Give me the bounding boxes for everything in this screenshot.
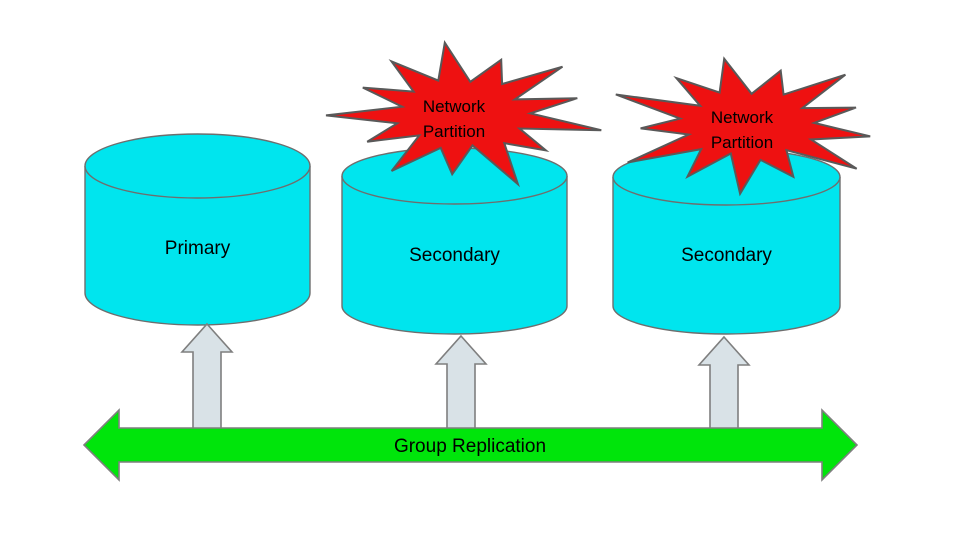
up-arrow-primary: [180, 322, 234, 431]
network-partition-1-line1: Network: [423, 97, 486, 116]
up-arrow-secondary-1: [434, 334, 488, 431]
secondary-node-2: Secondary: [612, 148, 841, 335]
network-partition-burst-2: Network Partition: [615, 56, 871, 197]
group-replication-label: Group Replication: [394, 436, 546, 457]
secondary-2-label: Secondary: [681, 245, 772, 266]
bus-double-arrow: [82, 408, 859, 482]
network-partition-2-line1: Network: [711, 108, 774, 127]
primary-cylinder-body: [84, 166, 311, 326]
network-partition-burst-1: Network Partition: [325, 40, 602, 188]
secondary-1-label: Secondary: [409, 245, 500, 266]
primary-label: Primary: [165, 238, 231, 259]
starburst-shape-2: [615, 56, 871, 197]
up-arrow-secondary-2: [697, 335, 751, 431]
primary-node: Primary: [84, 133, 311, 326]
primary-cylinder-top: [84, 133, 311, 199]
secondary-node-1: Secondary: [341, 147, 568, 335]
secondary-1-cylinder-body: [341, 176, 568, 335]
group-replication-bus: Group Replication: [82, 408, 859, 482]
starburst-shape-1: [325, 40, 602, 188]
secondary-2-cylinder-body: [612, 177, 841, 335]
network-partition-1-line2: Partition: [423, 122, 485, 141]
network-partition-2-line2: Partition: [711, 133, 773, 152]
